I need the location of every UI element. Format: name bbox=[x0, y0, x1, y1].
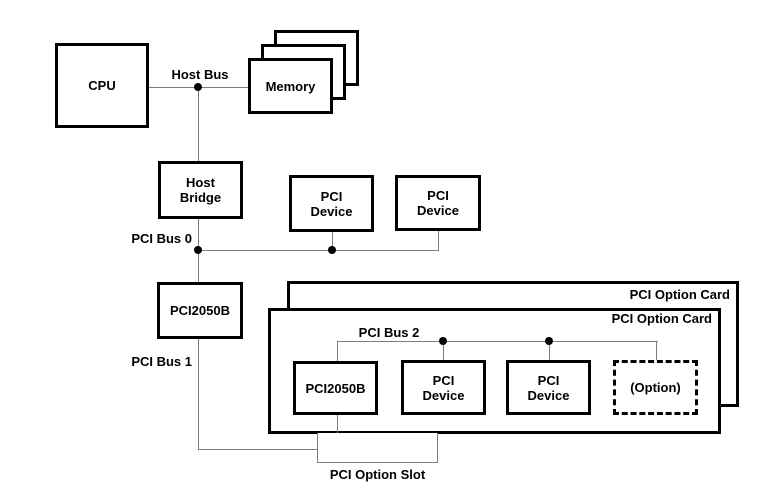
pci-bus2-junction-dot-2 bbox=[545, 337, 553, 345]
memory-block: Memory bbox=[248, 58, 333, 114]
host-bus-label: Host Bus bbox=[171, 67, 229, 82]
pci-device-1-label-line1: PCI bbox=[320, 188, 343, 204]
cpu-label: CPU bbox=[88, 78, 116, 93]
pci-device-2-block: PCI Device bbox=[395, 175, 481, 231]
card-bridge-to-slot-line bbox=[337, 415, 338, 433]
pci-option-slot-connector bbox=[317, 433, 438, 463]
pci-device2-drop-line bbox=[438, 231, 439, 250]
host-bus-to-host-bridge-line bbox=[198, 87, 199, 161]
pci-bus1-to-option-slot-line bbox=[198, 449, 317, 450]
host-bridge-label-line2: Bridge bbox=[179, 190, 222, 205]
card-pci-device-2-label-line2: Device bbox=[527, 387, 570, 403]
card-pci-device-2-label-line1: PCI bbox=[537, 372, 560, 388]
card-pci2050b-bridge-label: PCI2050B bbox=[305, 380, 366, 396]
card-pci-device-1-label-line1: PCI bbox=[432, 372, 455, 388]
host-bus-junction-dot bbox=[194, 83, 202, 91]
card-pci-device-2-block: PCI Device bbox=[506, 360, 591, 415]
pci-device-1-label-line2: Device bbox=[310, 203, 353, 219]
pci-bus-1-label: PCI Bus 1 bbox=[131, 354, 192, 369]
card-device1-drop-line bbox=[443, 341, 444, 360]
pci-option-slot-label: PCI Option Slot bbox=[329, 467, 426, 482]
host-bridge-block: Host Bridge bbox=[158, 161, 243, 219]
pci-bus2-junction-dot-1 bbox=[439, 337, 447, 345]
card-option-drop-line bbox=[656, 341, 657, 360]
pci-device-2-label-line1: PCI bbox=[427, 188, 449, 203]
pci-bus0-to-bridge-line bbox=[198, 250, 199, 282]
pci-device-1-block: PCI Device bbox=[289, 175, 374, 232]
option-placeholder-label: (Option) bbox=[630, 380, 681, 395]
pci-option-card-front-label: PCI Option Card bbox=[611, 311, 712, 326]
pci-device1-drop-line bbox=[332, 232, 333, 250]
card-pci-device-1-label-line2: Device bbox=[422, 387, 465, 403]
pci-bus2-to-card-bridge-line bbox=[337, 341, 338, 361]
pci2050b-bridge-block: PCI2050B bbox=[157, 282, 243, 339]
pci-option-card-back-label: PCI Option Card bbox=[629, 287, 730, 302]
card-pci2050b-bridge-block: PCI2050B bbox=[293, 361, 378, 415]
card-device2-drop-line bbox=[549, 341, 550, 360]
pci-bus0-junction-dot-1 bbox=[194, 246, 202, 254]
pci-bus-0-label: PCI Bus 0 bbox=[131, 231, 192, 246]
pci-bus-0-line bbox=[198, 250, 439, 251]
pci2050b-bridge-label: PCI2050B bbox=[170, 303, 230, 318]
pci-bus-2-label: PCI Bus 2 bbox=[358, 325, 420, 340]
memory-label: Memory bbox=[265, 78, 316, 94]
option-slot-placeholder-block: (Option) bbox=[613, 360, 698, 415]
host-bridge-label-line1: Host bbox=[186, 175, 215, 190]
pci-bus-1-line bbox=[198, 339, 199, 449]
pci-bus0-junction-dot-2 bbox=[328, 246, 336, 254]
pci-bus-2-line bbox=[337, 341, 658, 342]
card-pci-device-1-block: PCI Device bbox=[401, 360, 486, 415]
cpu-block: CPU bbox=[55, 43, 149, 128]
pci-device-2-label-line2: Device bbox=[417, 203, 459, 218]
host-bridge-to-pci-bus0-line bbox=[198, 219, 199, 250]
